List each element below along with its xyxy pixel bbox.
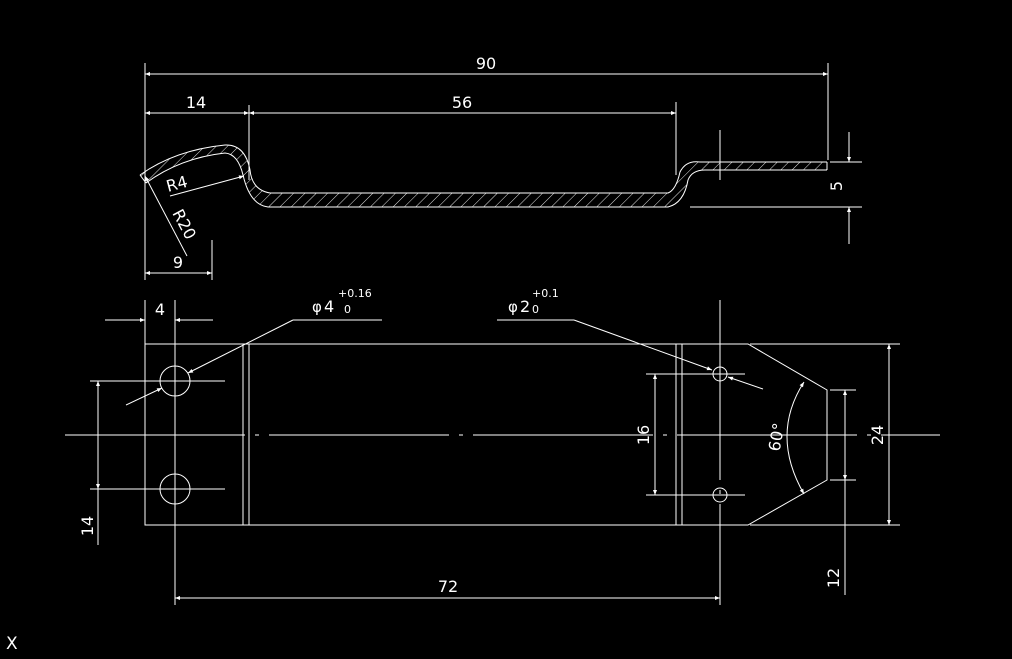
section-hatch (140, 144, 827, 207)
dim-16-text: 16 (634, 425, 653, 445)
dim-72-text: 72 (438, 577, 458, 596)
callout-phi2-tol-lower: 0 (532, 303, 539, 316)
callout-phi4-leader (187, 319, 294, 374)
dim-r20-leader (144, 175, 188, 257)
dim-r4-leader (169, 175, 245, 197)
dim-60-text: 60° (765, 421, 789, 452)
dim-r20-text: R20 (168, 206, 200, 243)
callout-phi4-value: 4 (324, 297, 334, 316)
callout-phi4-leader-b (125, 387, 163, 406)
dim-24-text: 24 (868, 425, 887, 445)
callout-phi4-tol-upper: +0.16 (338, 287, 372, 300)
dim-r4-text: R4 (164, 172, 189, 196)
callout-phi2-leader-b (727, 376, 764, 390)
callout-phi2-value: 2 (520, 297, 530, 316)
section-view: 90 14 56 5 R4 R20 9 (139, 54, 862, 280)
callout-phi4-tol-lower: 0 (344, 303, 351, 316)
dim-90-text: 90 (476, 54, 496, 73)
dim-5-text: 5 (827, 181, 846, 191)
callout-phi2-leader (573, 319, 713, 371)
plan-view: 4 φ 4 +0.16 0 φ 2 +0.1 0 14 16 72 24 (65, 287, 940, 605)
dim-60-arc (786, 381, 805, 495)
dim-9-text: 9 (173, 253, 183, 272)
plan-outline (144, 343, 828, 526)
dim-12-text: 12 (824, 568, 843, 588)
dim-14-text: 14 (186, 93, 206, 112)
dim-56-text: 56 (452, 93, 472, 112)
callout-phi4-symbol: φ (312, 298, 322, 316)
dim-14v-text: 14 (78, 516, 97, 536)
dim-4-text: 4 (155, 300, 165, 319)
callout-phi2-symbol: φ (508, 298, 518, 316)
ucs-x-label: X (6, 634, 18, 654)
callout-phi2-tol-upper: +0.1 (532, 287, 559, 300)
